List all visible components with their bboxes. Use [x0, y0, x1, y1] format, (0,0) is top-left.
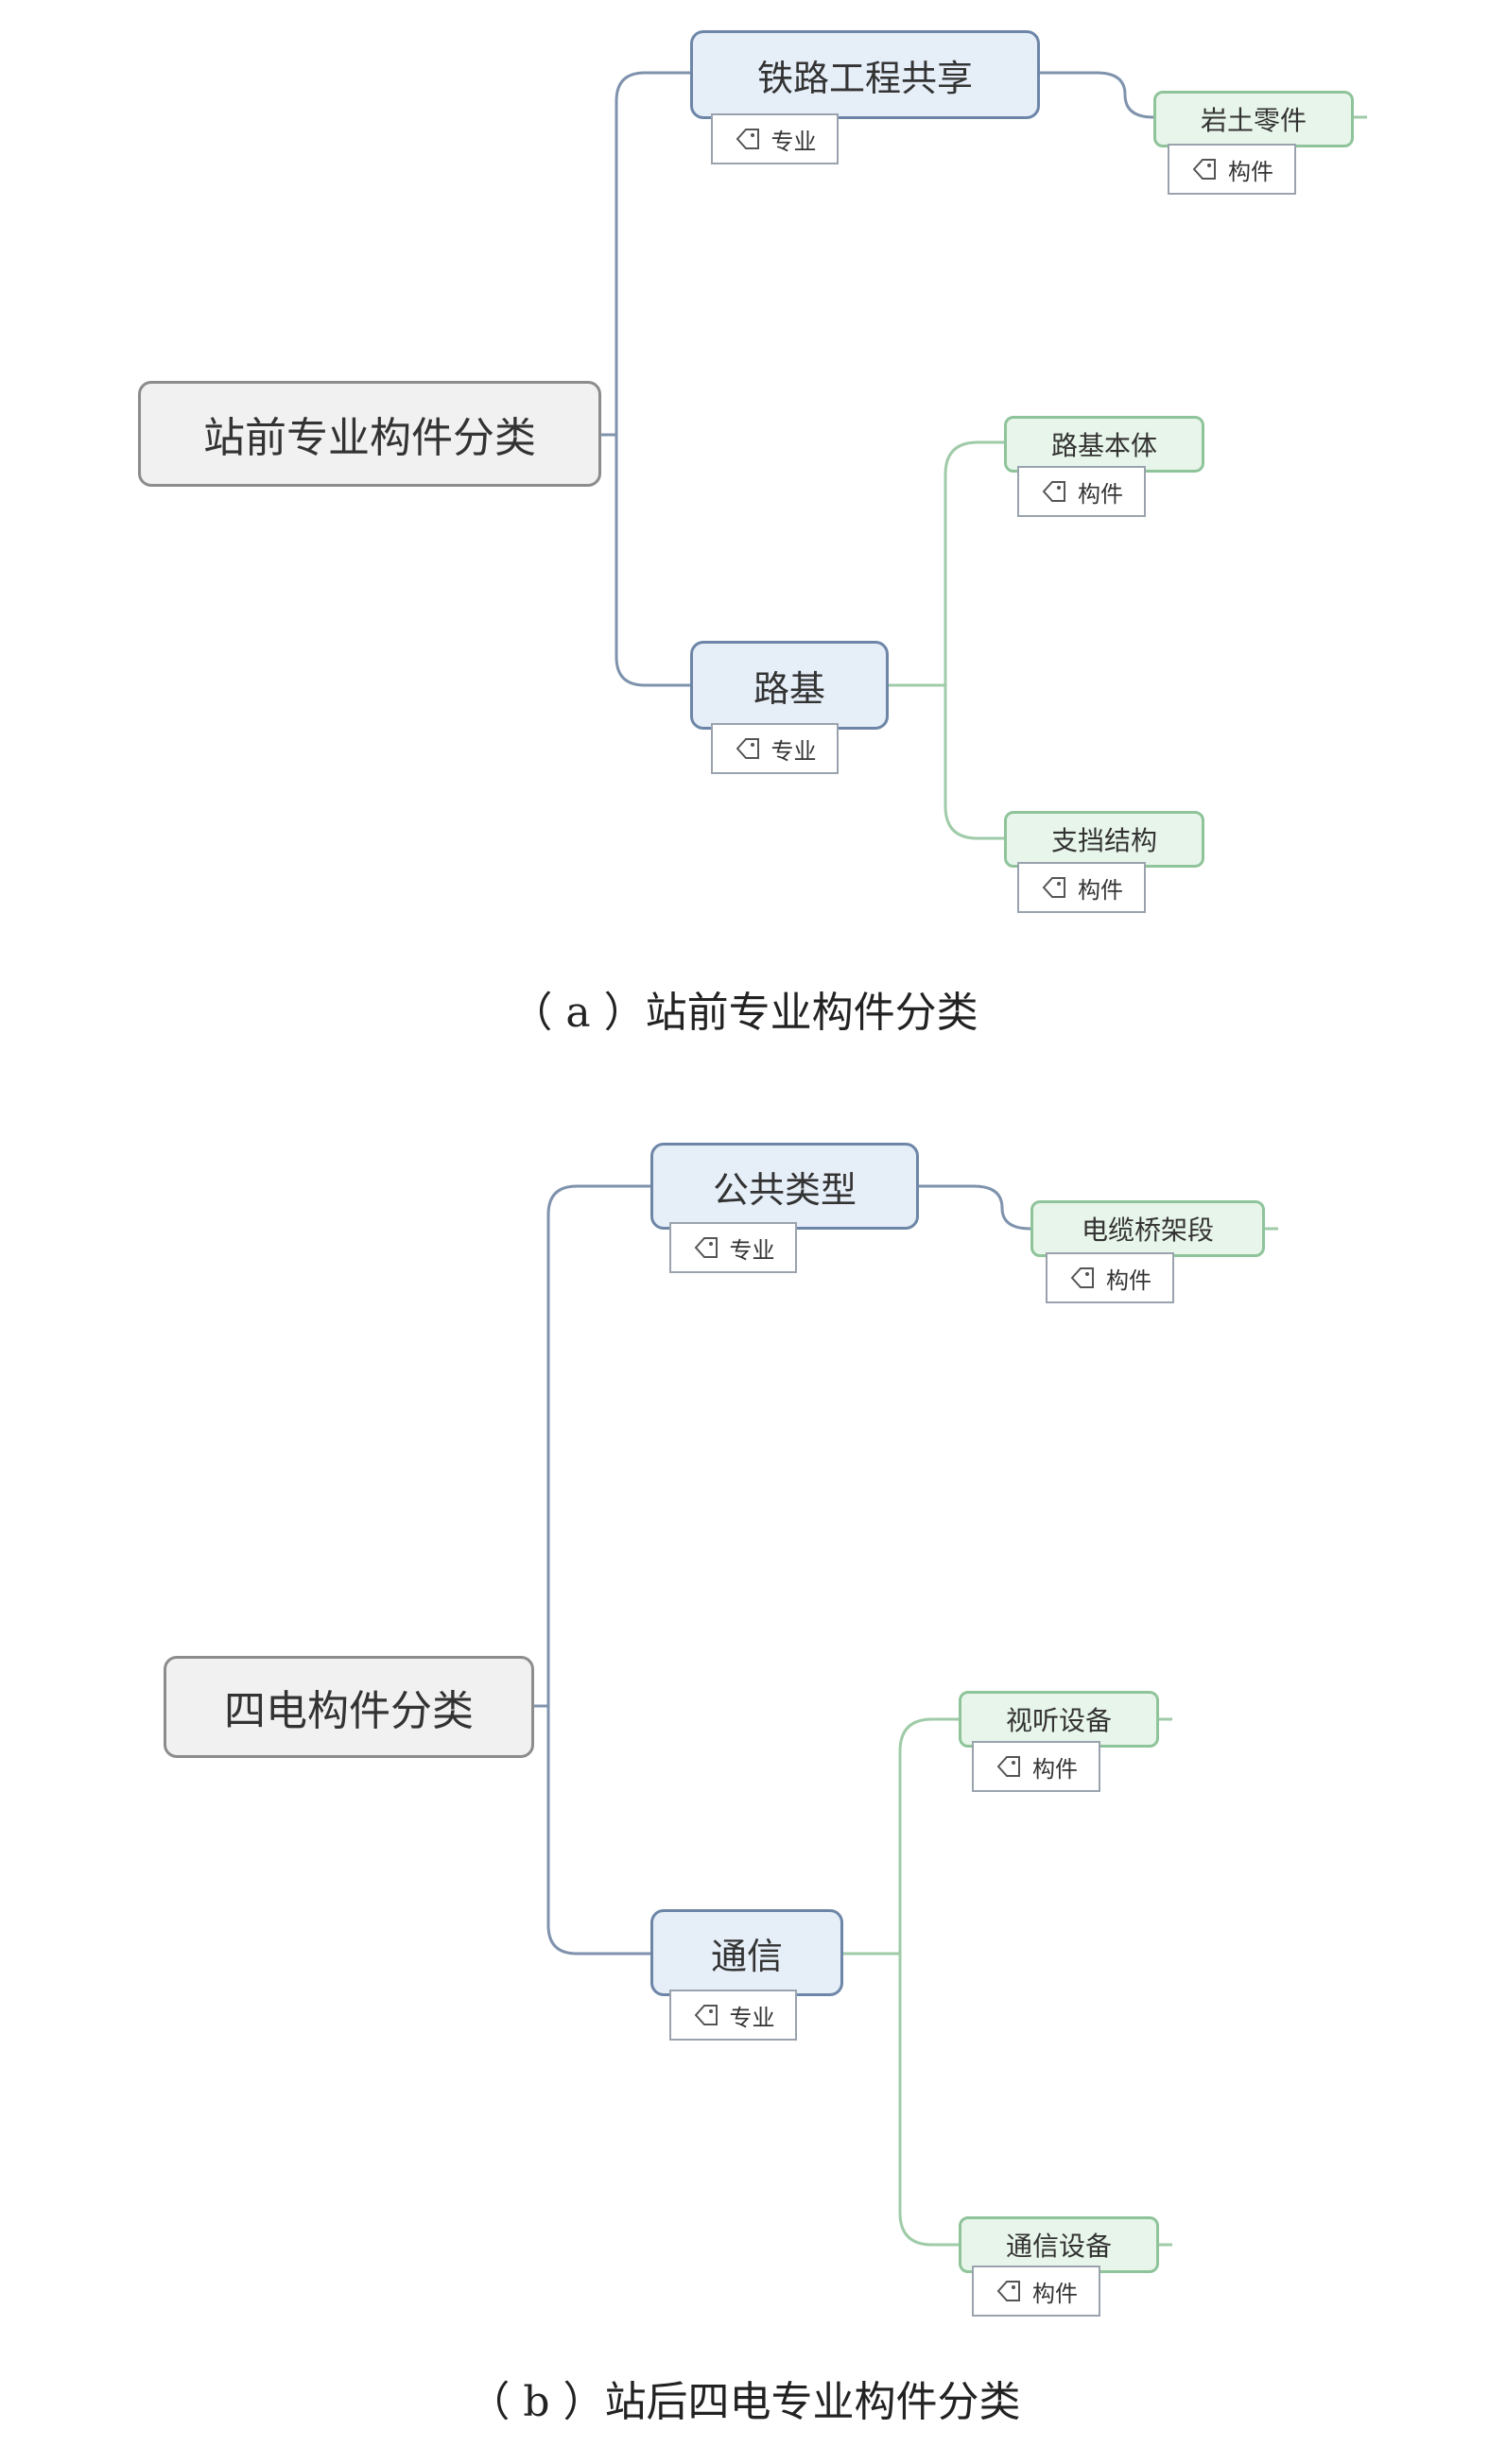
caption-text-a: 站前专业构件分类	[645, 989, 978, 1037]
leaf-node-dianlan[interactable]: 电缆桥架段	[1030, 1200, 1265, 1257]
tag-label: 专业	[729, 1236, 775, 1264]
connector-root-cat2	[546, 1706, 650, 1956]
connectors-a	[597, 71, 1367, 840]
tag-icon	[996, 1756, 1020, 1777]
tag-label: 专业	[729, 2004, 775, 2031]
root-label-a: 站前专业构件分类	[203, 414, 536, 462]
tag-badge: 构件	[1168, 144, 1296, 195]
tag-label: 构件	[1032, 2280, 1078, 2307]
category-label-tielu: 铁路工程共享	[756, 57, 973, 99]
leaf-node-lujibenti[interactable]: 路基本体	[1004, 416, 1204, 473]
tag-badge: 构件	[1046, 1252, 1174, 1303]
leaf-label-tongxinshebei: 通信设备	[1005, 2231, 1112, 2262]
tag-badge: 构件	[1017, 862, 1146, 913]
leaf-label-dianlan: 电缆桥架段	[1081, 1215, 1214, 1246]
leaf-label-lujibenti: 路基本体	[1050, 430, 1157, 461]
tag-badge: 构件	[972, 1741, 1100, 1792]
tag-badge: 专业	[669, 1990, 797, 2041]
connector-cat1-leaf1	[919, 1184, 1031, 1231]
connector-root-cat1	[597, 71, 692, 437]
tag-label: 构件	[1228, 158, 1273, 185]
root-node-a[interactable]: 站前专业构件分类	[138, 381, 601, 487]
leaf-node-shiting[interactable]: 视听设备	[959, 1691, 1159, 1748]
root-node-b[interactable]: 四电构件分类	[164, 1656, 534, 1758]
root-label-b: 四电构件分类	[224, 1687, 474, 1735]
caption-prefix-b: （ b ）	[468, 2378, 605, 2426]
tag-badge: 构件	[972, 2266, 1100, 2317]
category-label-tongxin: 通信	[710, 1935, 783, 1977]
leaf-label-yantu: 岩土零件	[1200, 105, 1307, 136]
category-node-gonggong[interactable]: 公共类型	[650, 1143, 919, 1230]
connectors-b	[534, 1184, 1278, 2247]
tag-label: 专业	[770, 128, 817, 155]
tag-badge: 专业	[711, 723, 839, 774]
tag-icon	[996, 2281, 1020, 2301]
connector-cat2-leaf2	[898, 1954, 959, 2247]
leaf-node-zhidang[interactable]: 支挡结构	[1004, 811, 1204, 868]
tag-icon	[736, 738, 759, 759]
tag-badge: 专业	[669, 1222, 797, 1273]
caption-a: （ a ）站前专业构件分类	[0, 978, 1489, 1039]
tag-label: 构件	[1032, 1755, 1078, 1783]
tag-icon	[1042, 481, 1065, 502]
leaf-label-shiting: 视听设备	[1005, 1705, 1112, 1736]
category-node-tielu[interactable]: 铁路工程共享	[690, 30, 1040, 119]
caption-prefix-a: （ a ）	[511, 989, 646, 1037]
mindmap-a: 站前专业构件分类 铁路工程共享 专业 岩土零件 构件 路基 专业 路基本体 构件…	[0, 0, 1489, 1059]
connector-cat2-leaf1	[889, 440, 1004, 687]
tag-label: 构件	[1106, 1266, 1151, 1294]
connector-root-cat1	[534, 1184, 650, 1708]
category-label-gonggong: 公共类型	[712, 1168, 857, 1211]
connector-root-cat2	[615, 435, 692, 687]
tag-icon	[694, 1237, 718, 1258]
leaf-node-tongxinshebei[interactable]: 通信设备	[959, 2216, 1159, 2273]
tag-icon	[736, 129, 759, 149]
tag-label: 构件	[1078, 480, 1123, 508]
leaf-label-zhidang: 支挡结构	[1050, 825, 1157, 856]
caption-text-b: 站后四电专业构件分类	[604, 2378, 1021, 2426]
tag-icon	[1192, 159, 1216, 180]
connector-cat2-leaf1	[843, 1717, 959, 1956]
connector-cat1-leaf1	[1040, 71, 1154, 119]
tag-badge: 专业	[711, 113, 839, 164]
leaf-node-yantu[interactable]: 岩土零件	[1153, 91, 1354, 147]
tag-label: 专业	[770, 737, 817, 765]
tag-icon	[1042, 877, 1065, 898]
caption-b: （ b ）站后四电专业构件分类	[0, 2368, 1489, 2428]
tag-icon	[694, 2005, 718, 2025]
category-node-luji[interactable]: 路基	[690, 641, 889, 730]
mindmap-b: 四电构件分类 公共类型 专业 电缆桥架段 构件 通信 专业 视听设备 构件 通信…	[0, 1134, 1489, 2464]
connector-cat2-leaf2	[944, 685, 1004, 840]
tag-badge: 构件	[1017, 466, 1146, 517]
category-node-tongxin[interactable]: 通信	[650, 1909, 843, 1996]
tag-icon	[1070, 1267, 1094, 1288]
category-label-luji: 路基	[753, 667, 825, 710]
tag-label: 构件	[1078, 876, 1123, 904]
